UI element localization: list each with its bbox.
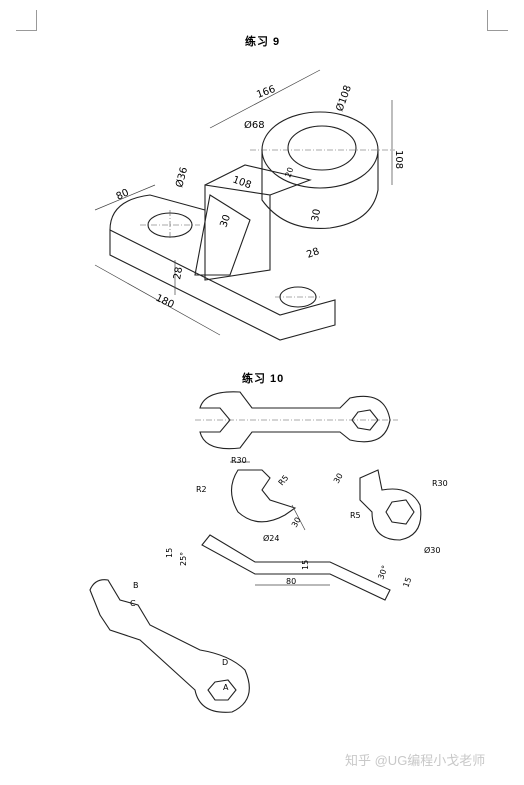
dim-30-rib: 30 (218, 213, 233, 229)
dim-20: 20 (283, 166, 295, 179)
dim-r5-right: R5 (350, 511, 361, 520)
dim-r2: R2 (196, 485, 207, 494)
rib (194, 194, 251, 276)
hex-hole-detail (385, 499, 415, 525)
dim-phi24: Ø24 (263, 533, 279, 543)
dim-80: 80 (115, 187, 131, 202)
page-corner-mark-top-left (16, 10, 37, 31)
boss-hole (287, 125, 357, 171)
open-end-detail (230, 469, 297, 523)
dim-25deg: 25° (179, 552, 188, 566)
dim-r5-left: R5 (277, 473, 291, 487)
dim-15-mid: 15 (301, 560, 310, 570)
dim-30deg: 30° (376, 564, 389, 580)
dim-28-boss: 28 (305, 246, 321, 261)
dim-30-right-top: 30 (332, 472, 345, 485)
ring-end-detail (359, 469, 422, 541)
label-c: C (130, 599, 136, 608)
label-b: B (133, 581, 139, 590)
dim-80: 80 (286, 577, 296, 586)
dim-15-left: 15 (165, 548, 174, 558)
exercise-10-title: 练习 10 (242, 373, 285, 385)
dim-30-boss: 30 (310, 208, 323, 222)
wrench-isometric (89, 579, 250, 713)
wrench-top-view (199, 391, 391, 450)
dim-15-right: 15 (401, 576, 413, 589)
dim-30-left: 30 (290, 516, 303, 529)
exercise-9-title: 练习 9 (245, 36, 281, 48)
page-corner-mark-top-right (487, 10, 508, 31)
wrench-side-profile (201, 534, 391, 601)
dim-28-base: 28 (172, 266, 185, 280)
center-block (204, 184, 271, 281)
label-d: D (222, 658, 228, 667)
label-a: A (223, 683, 229, 692)
dim-r30-left: R30 (231, 456, 247, 465)
dim-108-height: 108 (393, 150, 404, 169)
dim-r30-right: R30 (432, 479, 448, 488)
dim-phi68: Ø68 (244, 119, 265, 131)
dim-phi30: Ø30 (424, 545, 440, 555)
dim-phi36: Ø36 (173, 166, 190, 189)
watermark: 知乎 @UG编程小戈老师 (345, 753, 486, 768)
base-plate (109, 229, 336, 341)
hex-hole-isometric (207, 679, 237, 701)
